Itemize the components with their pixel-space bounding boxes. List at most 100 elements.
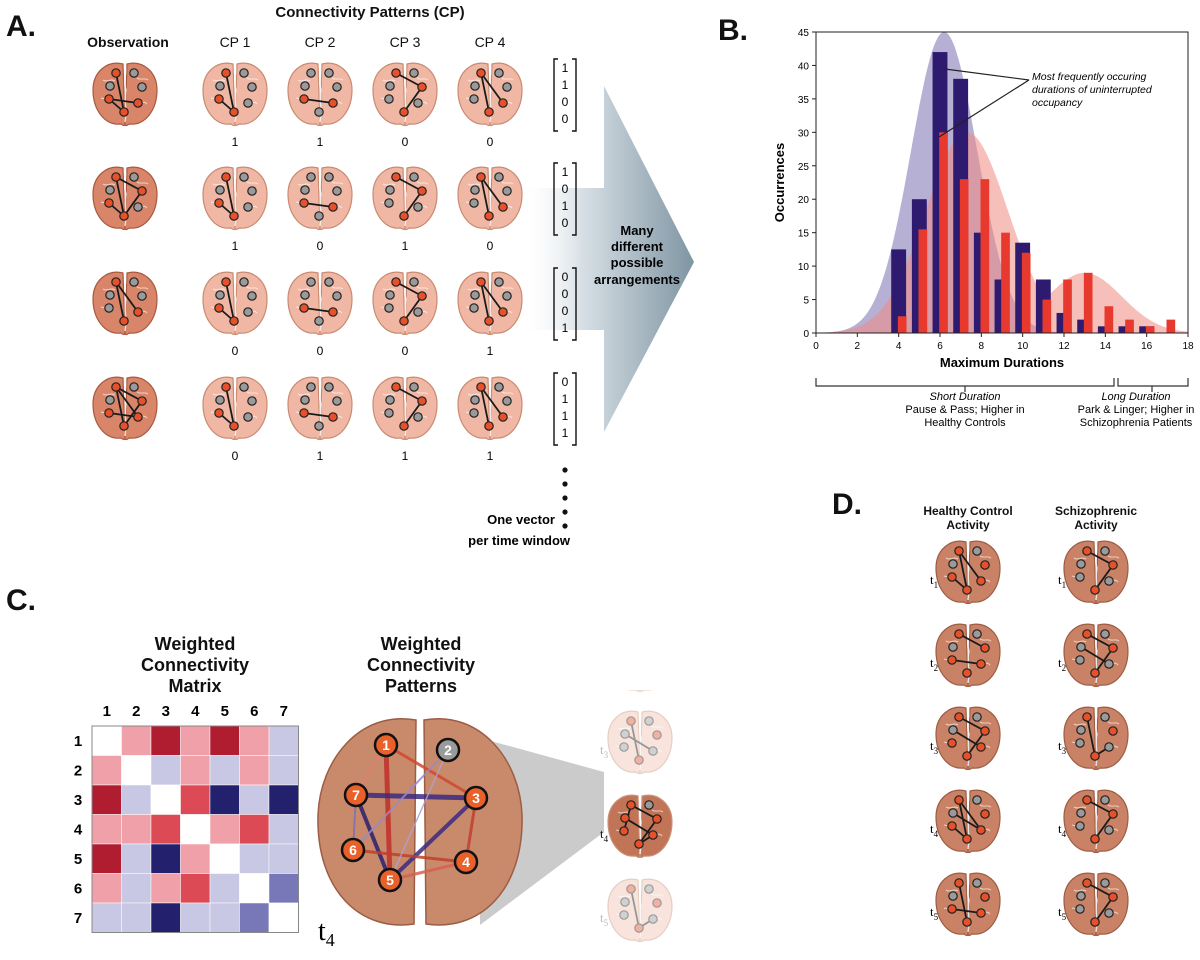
inactive-node <box>300 81 310 91</box>
matrix-col-index: 4 <box>191 703 200 720</box>
active-node <box>498 307 508 317</box>
active-node <box>399 107 409 117</box>
inactive-node <box>469 94 479 104</box>
panel-a-letter: A. <box>6 10 36 43</box>
matrix-row-index: 1 <box>74 733 82 750</box>
active-node <box>484 421 494 431</box>
schizo-col-title-2: Activity <box>1074 518 1118 532</box>
inactive-node <box>332 396 342 406</box>
active-node <box>954 712 964 722</box>
active-node <box>976 742 986 752</box>
matrix-cell <box>150 873 181 904</box>
active-node <box>962 668 972 678</box>
inactive-node <box>413 412 423 422</box>
schizophrenia-bar <box>1042 299 1052 333</box>
matrix-cell <box>91 873 122 904</box>
matrix-cell <box>180 784 211 815</box>
inactive-node <box>620 897 630 907</box>
active-node <box>620 813 630 823</box>
matrix-cell <box>91 814 122 845</box>
active-node <box>104 408 114 418</box>
inactive-node <box>619 742 629 752</box>
active-node <box>221 68 231 78</box>
active-node <box>1108 726 1118 736</box>
active-node <box>1108 809 1118 819</box>
schizophrenia-bar <box>1145 326 1155 333</box>
matrix-cell <box>209 814 240 845</box>
matrix-cell <box>121 755 152 786</box>
matrix-cell <box>239 902 270 933</box>
weighted-node-label: 5 <box>386 872 394 888</box>
active-node <box>498 202 508 212</box>
panel-d-letter: D. <box>832 488 862 521</box>
matrix-cell <box>209 843 240 874</box>
active-node <box>111 277 121 287</box>
matrix-col-index: 5 <box>221 703 229 720</box>
panel-c-letter: C. <box>6 584 36 617</box>
time-label: t5 <box>600 910 609 928</box>
active-node <box>476 172 486 182</box>
inactive-node <box>215 81 225 91</box>
matrix-cell <box>268 784 299 815</box>
x-tick-label: 14 <box>1100 341 1112 352</box>
inactive-node <box>215 290 225 300</box>
vector-entry: 1 <box>562 409 569 423</box>
active-node <box>328 307 338 317</box>
schizophrenia-bar <box>1125 319 1134 333</box>
matrix-cell <box>91 902 122 933</box>
matrix-cell <box>180 755 211 786</box>
active-node <box>962 917 972 927</box>
matrix-cell <box>121 814 152 845</box>
inactive-node <box>215 395 225 405</box>
vector-entry: 1 <box>562 199 569 213</box>
x-tick-label: 6 <box>937 341 943 352</box>
active-node <box>652 814 662 824</box>
inactive-node <box>1075 904 1085 914</box>
cp2-label: CP 2 <box>304 34 336 50</box>
cp-weight: 0 <box>317 344 324 358</box>
active-node <box>133 307 143 317</box>
inactive-node <box>502 82 512 92</box>
continuation-dot <box>562 509 568 515</box>
matrix-cell <box>268 725 299 756</box>
active-node <box>391 382 401 392</box>
inactive-node <box>385 290 395 300</box>
active-node <box>976 825 986 835</box>
inactive-node <box>243 202 253 212</box>
schizophrenia-bar <box>1063 279 1072 333</box>
active-node <box>476 277 486 287</box>
matrix-cell <box>268 902 299 933</box>
active-node <box>133 98 143 108</box>
active-node <box>954 878 964 888</box>
matrix-cell <box>209 873 240 904</box>
matrix-cell <box>239 725 270 756</box>
annotation-line-1: Most frequently occuring <box>1032 71 1147 83</box>
weighted-node <box>343 782 369 808</box>
cp-brain <box>287 166 353 231</box>
schizophrenia-bar <box>1166 319 1176 333</box>
vector-bracket <box>572 58 577 132</box>
active-node <box>1108 643 1118 653</box>
annotation-line-3: occupancy <box>1032 97 1083 109</box>
active-node <box>954 629 964 639</box>
active-node <box>119 316 129 326</box>
inactive-node <box>494 172 504 182</box>
active-node <box>619 826 629 836</box>
active-node <box>947 904 957 914</box>
active-node <box>976 659 986 669</box>
vector-bracket <box>553 58 558 132</box>
time-label: t4 <box>1058 821 1067 839</box>
inactive-node <box>105 185 115 195</box>
matrix-col-index: 1 <box>103 703 111 720</box>
vector-entry: 1 <box>562 426 569 440</box>
matrix-cell <box>91 725 122 756</box>
inactive-node <box>314 211 324 221</box>
inactive-node <box>948 725 958 735</box>
matrix-cell <box>268 843 299 874</box>
active-node <box>399 316 409 326</box>
cp-brain <box>457 166 523 231</box>
vector-bracket <box>553 372 558 446</box>
active-node <box>980 643 990 653</box>
healthy-bar <box>891 249 907 333</box>
